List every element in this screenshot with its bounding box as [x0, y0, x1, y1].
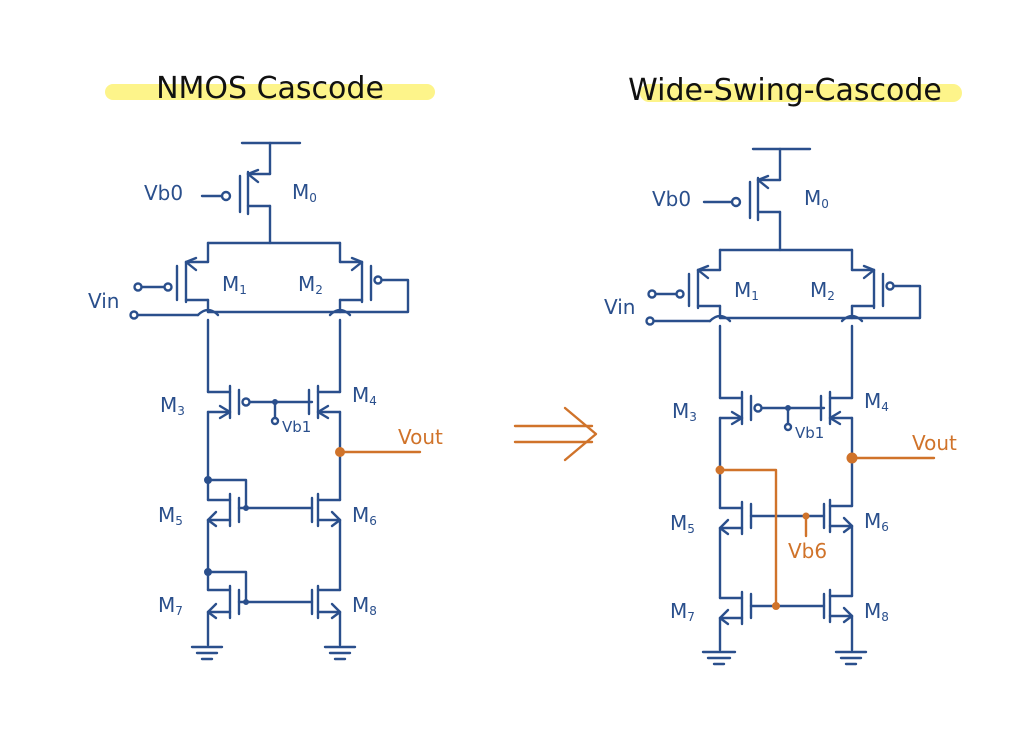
right-label-vb1: Vb1: [795, 424, 824, 442]
right-label-vb6: Vb6: [788, 539, 827, 563]
right-circuit: [645, 147, 922, 666]
right-bias-wiring: [715, 452, 936, 610]
left-label-vin: Vin: [88, 289, 119, 313]
transform-arrow-icon: [513, 406, 598, 462]
right-ground-symbol-2: [834, 650, 868, 666]
right-label-m6: M6: [864, 509, 889, 534]
left-title: NMOS Cascode: [156, 71, 384, 106]
right-label-vb0: Vb0: [652, 187, 691, 211]
left-label-m7: M7: [158, 593, 183, 618]
right-title: Wide-Swing-Cascode: [628, 73, 942, 108]
left-label-vout: Vout: [398, 425, 443, 449]
right-label-m8: M8: [864, 599, 889, 624]
left-label-m4: M4: [352, 383, 377, 408]
left-label-m0: M0: [292, 180, 317, 205]
left-output-wire: [335, 447, 422, 457]
right-label-m0: M0: [804, 186, 829, 211]
right-label-m7: M7: [670, 599, 695, 624]
left-circuit: [129, 141, 410, 661]
left-label-m6: M6: [352, 503, 377, 528]
left-label-m3: M3: [160, 393, 185, 418]
right-label-vout: Vout: [912, 431, 957, 455]
left-label-vb0: Vb0: [144, 181, 183, 205]
left-ground-symbol-1: [190, 645, 224, 661]
left-label-m5: M5: [158, 503, 183, 528]
right-label-m3: M3: [672, 399, 697, 424]
right-title-highlight: [640, 84, 962, 102]
left-title-highlight: [105, 84, 435, 100]
right-label-vin: Vin: [604, 295, 635, 319]
left-ground-symbol-2: [323, 645, 357, 661]
right-label-m2: M2: [810, 278, 835, 303]
right-label-m4: M4: [864, 389, 889, 414]
left-label-m1: M1: [222, 272, 247, 297]
left-label-m2: M2: [298, 272, 323, 297]
right-ground-symbol-1: [701, 650, 737, 666]
right-label-m1: M1: [734, 278, 759, 303]
left-label-vb1: Vb1: [282, 418, 311, 436]
right-label-m5: M5: [670, 511, 695, 536]
left-label-m8: M8: [352, 593, 377, 618]
